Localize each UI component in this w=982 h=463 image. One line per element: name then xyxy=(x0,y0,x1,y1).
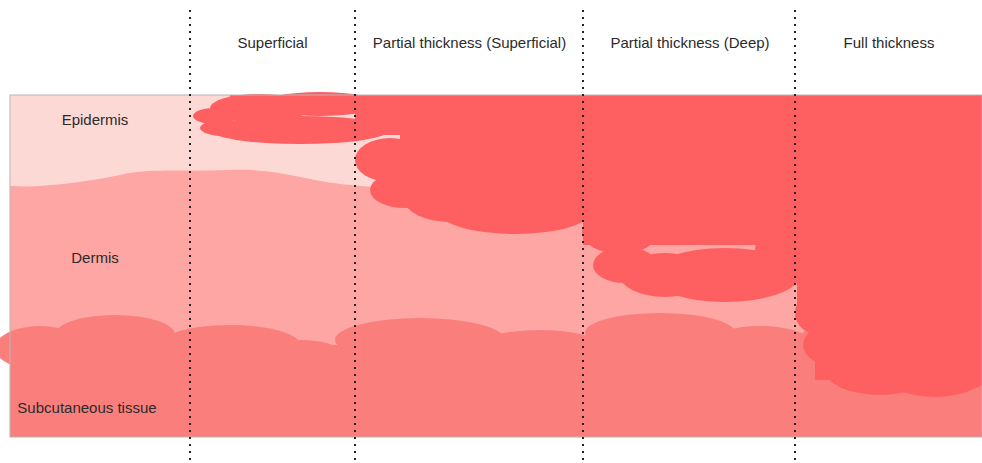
dermis-layer xyxy=(10,95,982,437)
subcutaneous-band: Subcutaneous tissue xyxy=(12,380,162,436)
layer-label: Subcutaneous tissue xyxy=(17,397,156,419)
full-thickness-burn xyxy=(795,95,982,397)
dermis-band: Dermis xyxy=(30,238,160,278)
column-dividers xyxy=(190,10,795,463)
partial-superficial-header: Partial thickness (Superficial) xyxy=(362,32,577,54)
partial-deep-header: Partial thickness (Deep) xyxy=(590,32,790,54)
layer-label: Dermis xyxy=(71,247,119,269)
skin-frame xyxy=(10,95,982,437)
layer-label: Epidermis xyxy=(62,109,129,131)
subcutaneous-layer xyxy=(0,313,982,437)
superficial-header: Superficial xyxy=(195,32,350,54)
partial-deep-burn xyxy=(582,95,805,302)
epidermis-band: Epidermis xyxy=(30,100,160,140)
partial-superficial-burn xyxy=(355,95,600,234)
full-thickness-header: Full thickness xyxy=(800,32,978,54)
